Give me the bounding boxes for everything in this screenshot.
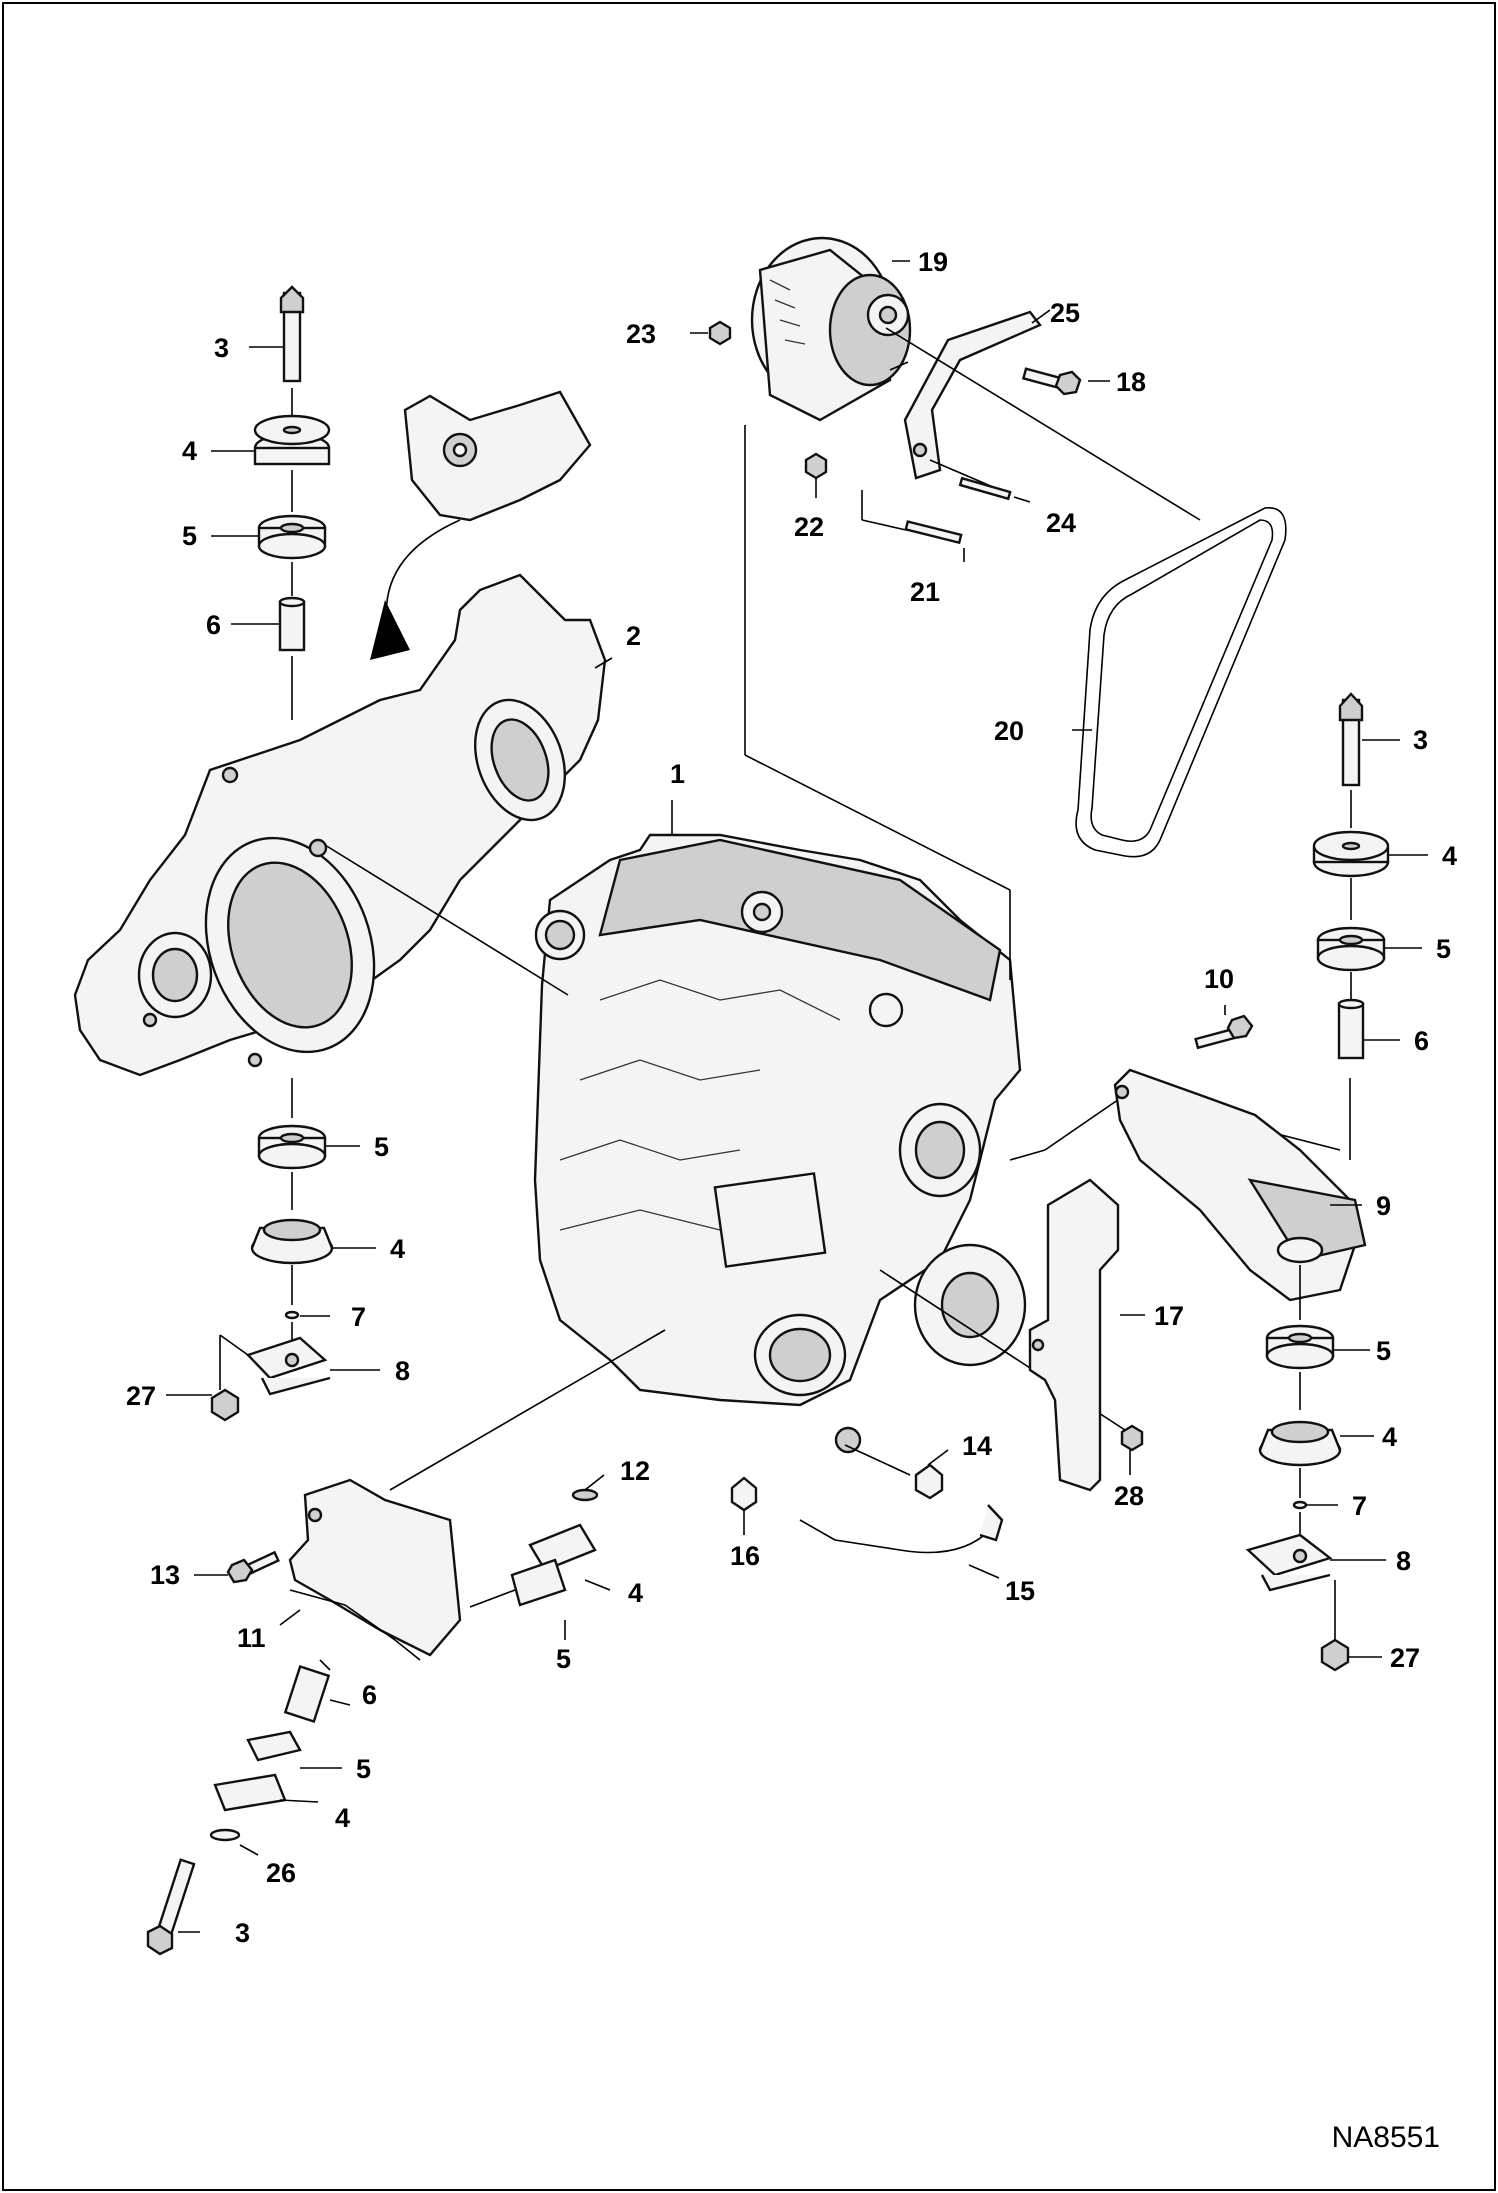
lower-left-mount-stack (210, 1078, 334, 1422)
callout-3-top-left: 3 (214, 333, 229, 363)
callout-4-bottom: 4 (335, 1803, 350, 1833)
callout-3-right: 3 (1413, 725, 1428, 755)
alternator-19 (690, 236, 912, 480)
callout-5-bottom: 5 (356, 1754, 371, 1784)
callout-15: 15 (1005, 1576, 1035, 1606)
callout-8-right: 8 (1396, 1546, 1411, 1576)
callout-22: 22 (794, 512, 824, 542)
callout-6-right: 6 (1414, 1026, 1429, 1056)
callout-4-right-upper: 4 (1442, 841, 1457, 871)
callout-24: 24 (1046, 508, 1076, 538)
callout-27-right: 27 (1390, 1643, 1420, 1673)
alternator-bracket-25 (861, 309, 1110, 562)
fitting-16 (730, 1476, 758, 1512)
callout-labels: 1 2 3 3 3 4 4 4 4 4 4 5 5 5 5 5 5 6 6 6 … (126, 247, 1457, 1948)
spacer-6-left (278, 600, 306, 652)
callout-ticks (166, 346, 1428, 1803)
nut-23 (708, 320, 732, 346)
left-mount-stack (253, 285, 331, 720)
callout-19: 19 (918, 247, 948, 277)
callout-7-right: 7 (1352, 1491, 1367, 1521)
lower-right-mount-stack (1245, 1265, 1350, 1672)
callout-4-right-lower: 4 (1382, 1422, 1397, 1452)
callout-26: 26 (266, 1858, 296, 1888)
nut-22 (804, 452, 828, 480)
callout-16: 16 (730, 1541, 760, 1571)
callout-1: 1 (670, 759, 685, 789)
hose-15 (730, 1463, 1004, 1554)
callout-6-bottom: 6 (362, 1680, 377, 1710)
nut-28 (1120, 1424, 1144, 1452)
callout-20: 20 (994, 716, 1024, 746)
washer-12 (571, 1488, 599, 1502)
callout-21: 21 (910, 577, 940, 607)
callout-7-left: 7 (351, 1302, 366, 1332)
callout-5-mid-left: 5 (374, 1132, 389, 1162)
callout-3-bottom: 3 (235, 1918, 250, 1948)
fitting-14 (914, 1463, 944, 1500)
bracket-9 (1113, 1005, 1367, 1302)
callout-5-top-left: 5 (182, 521, 197, 551)
callout-10: 10 (1204, 964, 1234, 994)
bracket-detail-view (370, 390, 592, 660)
callout-5-right-upper: 5 (1436, 934, 1451, 964)
callout-4-bracket: 4 (628, 1578, 643, 1608)
drawing-id-label: NA8551 (1331, 2121, 1440, 2154)
callout-18: 18 (1116, 367, 1146, 397)
callout-5-bracket: 5 (556, 1644, 571, 1674)
callout-11: 11 (237, 1623, 266, 1653)
callout-28: 28 (1114, 1481, 1144, 1511)
belt-20 (885, 327, 1287, 858)
callout-14: 14 (962, 1431, 992, 1461)
callout-13: 13 (150, 1560, 180, 1590)
bolt-3-left-head (279, 285, 305, 314)
callout-2: 2 (626, 621, 641, 651)
callout-5-right-lower: 5 (1376, 1336, 1391, 1366)
callout-6-top-left: 6 (206, 610, 221, 640)
lower-mount-bracket-11 (146, 1474, 605, 1956)
leader-lines (324, 425, 1351, 1491)
heat-shield-17 (1028, 1178, 1145, 1492)
callout-12: 12 (620, 1456, 650, 1486)
callout-25: 25 (1050, 298, 1080, 328)
callout-9: 9 (1376, 1191, 1391, 1221)
callout-17: 17 (1154, 1301, 1184, 1331)
callout-4-mid-left: 4 (390, 1234, 405, 1264)
callout-8-left: 8 (395, 1356, 410, 1386)
callout-4-top-left: 4 (182, 436, 197, 466)
engine-1 (533, 800, 1046, 1454)
callout-27-left: 27 (126, 1381, 156, 1411)
callout-23: 23 (626, 319, 656, 349)
flywheel-housing-2 (73, 573, 613, 1077)
right-mount-stack (1312, 692, 1390, 1060)
